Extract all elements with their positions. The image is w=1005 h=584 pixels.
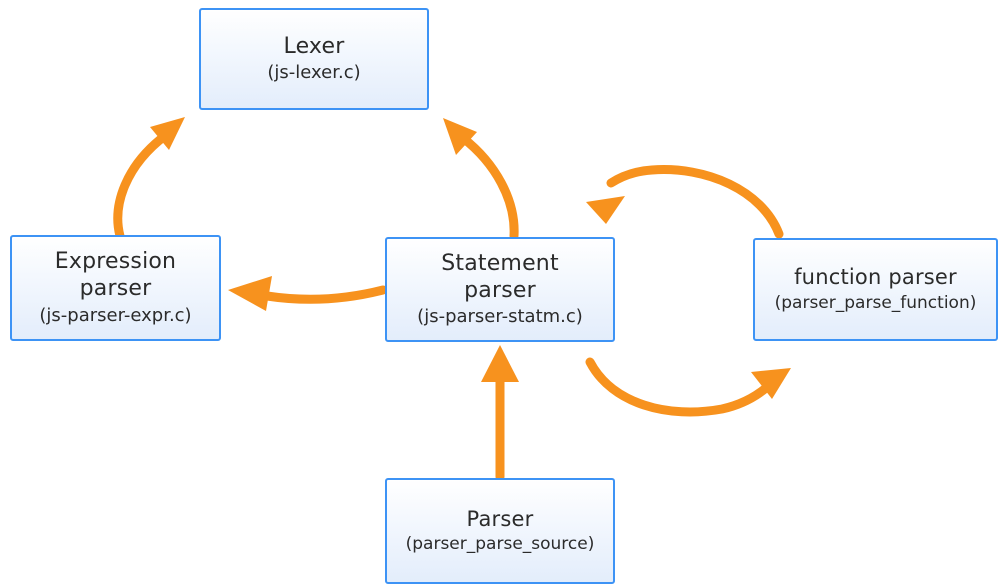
node-parser-title: Parser [466,506,534,531]
node-expression-parser[interactable]: Expression parser (js-parser-expr.c) [10,235,221,341]
edge-expression-to-lexer [113,117,185,241]
node-function-parser-title: function parser [794,265,957,290]
node-lexer[interactable]: Lexer (js-lexer.c) [199,8,429,110]
node-statement-parser[interactable]: Statement parser (js-parser-statm.c) [385,237,615,342]
node-expression-parser-title: Expression parser [54,249,177,302]
node-expression-parser-subtitle: (js-parser-expr.c) [39,304,192,326]
node-lexer-title: Lexer [283,33,345,59]
node-parser-subtitle: (parser_parse_source) [405,534,595,555]
edge-statement-to-lexer [443,118,519,241]
node-lexer-subtitle: (js-lexer.c) [267,62,361,84]
node-function-parser[interactable]: function parser (parser_parse_function) [753,238,998,341]
edge-statement-to-function [585,357,791,417]
edge-statement-to-expression [228,276,388,311]
edge-function-to-statement [586,165,784,239]
node-statement-parser-title: Statement parser [441,250,559,303]
node-function-parser-subtitle: (parser_parse_function) [774,292,977,313]
node-parser[interactable]: Parser (parser_parse_source) [385,478,615,584]
node-statement-parser-subtitle: (js-parser-statm.c) [417,306,583,328]
edge-parser-to-statement [481,345,519,482]
